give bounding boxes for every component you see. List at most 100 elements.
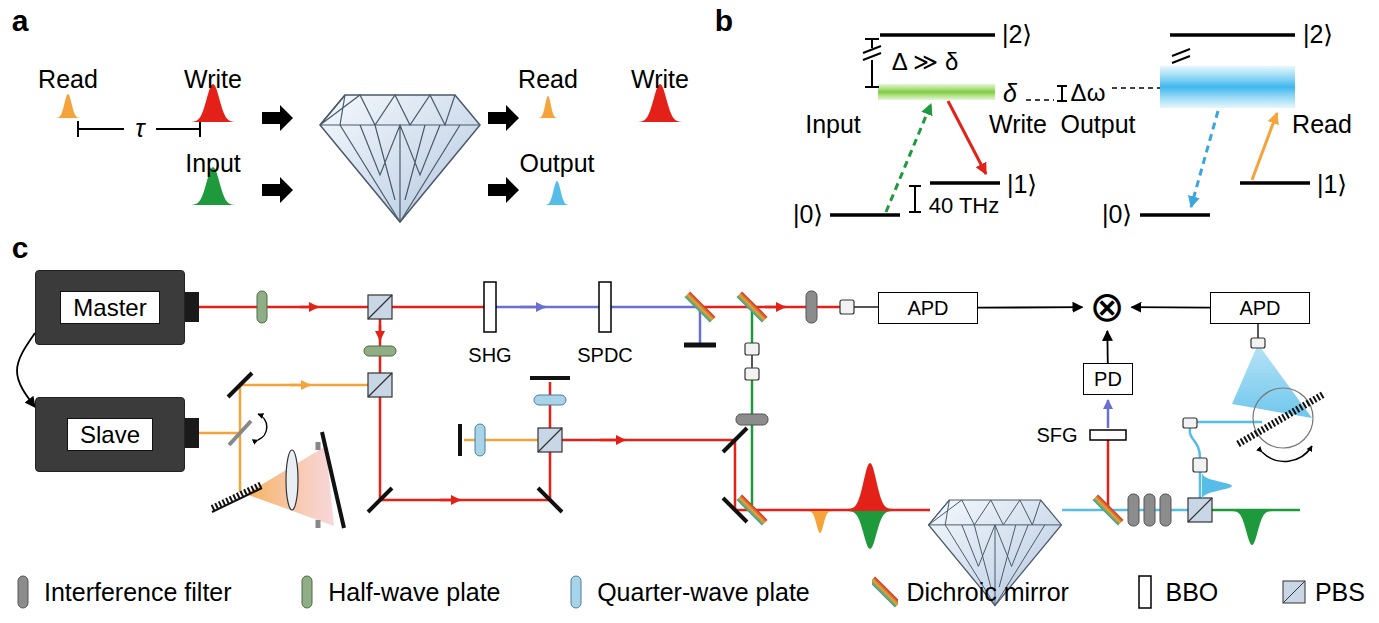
legend-symbol [872,576,898,607]
frequency-label: 40 THz [929,194,1000,218]
illustration-stroke [745,368,759,380]
bbo-crystal [484,282,496,332]
transition-arrow [948,101,986,174]
pulse-label: Write [184,66,242,94]
delay-label: τ [135,115,144,143]
grating [212,484,262,508]
pulse [538,96,559,118]
legend-text: Dichroic mirror [906,578,1069,607]
beam-arrow [765,306,785,309]
legend-entry: Half-wave plate [294,574,500,610]
illustration-stroke [368,295,392,319]
mirror [228,373,747,522]
level-label: |2⟩ [1002,21,1032,49]
illustration-stroke [368,373,392,397]
illustration-stroke [736,414,768,425]
pulse-label: Read [518,66,578,94]
grating [1238,394,1324,444]
crystal-label: SPDC [577,344,633,366]
level-label: |0⟩ [793,201,823,229]
grating-back [212,488,262,512]
flip-mirror [229,421,251,445]
rotation-stage [1253,388,1313,448]
crystal-label: SFG [1036,424,1077,446]
illustration-stroke [1251,338,1265,348]
dichroic-mirror [684,291,715,322]
detuning-label: δ [1003,80,1017,108]
illustration-stroke [745,343,759,355]
legend-entry: Quarter-wave plate [563,574,810,610]
node-label: PD [1094,368,1122,391]
pulse-label: Read [38,66,98,94]
legend-symbol [571,576,581,608]
illustration-stroke [538,428,562,452]
signal-connector [1106,331,1108,363]
quarter-wave-plate [475,424,485,456]
lens [286,450,298,510]
legend-sample [10,574,36,610]
bbo-crystal [599,282,611,332]
beam-arrow [1107,400,1110,428]
shaper-mask [316,442,321,528]
legend-text: BBO [1166,578,1219,607]
transition-label: Write [989,111,1047,139]
legend-symbol [302,576,312,608]
level-label: |0⟩ [1102,201,1132,229]
signal-connector [17,333,35,407]
detuning-label: Δ ≫ δ [892,49,959,75]
beam-arrow [600,439,625,442]
dichroic-mirror [736,494,767,525]
detector-box: PD [1083,363,1133,395]
diamond [320,95,480,222]
beam-arrow [379,325,382,340]
illustration-stroke [538,428,562,452]
pulse [1231,511,1273,545]
rotation-arrow [1262,446,1312,461]
illustration-stroke [1183,418,1197,428]
detuning-bracket [863,39,881,87]
beam-arrow [440,499,460,502]
block-arrow [488,177,519,203]
beam-arrow [520,306,545,309]
transition-label: Read [1292,111,1352,139]
legend: Interference filter Half-wave plate Quarte… [10,572,1365,612]
illustration-stroke [1160,494,1171,526]
beam-arrow [300,306,318,309]
block-arrow [488,105,519,131]
mixer-glyph: ⊗ [1089,286,1124,328]
legend-entry: BBO [1132,574,1219,610]
virtual-level [1160,66,1295,108]
mirror [322,432,344,528]
laser-beam [239,433,242,492]
illustration-stroke [368,295,392,319]
detuning-bracket [1057,86,1067,101]
illustration-stroke [1128,494,1139,526]
dichroic-mirror [736,291,767,322]
pulse [847,511,894,549]
signal-connector [978,306,1082,308]
panel-letter: c [12,231,29,264]
virtual-level [878,84,995,100]
legend-text: PBS [1315,578,1365,607]
pulse-label: Write [631,66,689,94]
transition-arrow [1191,111,1218,207]
transition-label: Input [805,111,861,139]
dichroic-mirror [1092,494,1123,525]
energy-level [830,35,1310,215]
flip-arrow [258,414,267,440]
detuning-bracket [909,186,921,212]
laser-beam [751,307,754,505]
illustration-stroke [1144,494,1155,526]
laser-beam [199,385,368,433]
signal-connector [1132,306,1210,308]
legend-text: Quarter-wave plate [597,578,810,607]
legend-text: Interference filter [44,578,232,607]
legend-text: Half-wave plate [328,578,500,607]
legend-symbol [18,576,28,608]
illustration-stroke [368,373,392,397]
legend-entry: Dichroic mirror [872,574,1069,610]
